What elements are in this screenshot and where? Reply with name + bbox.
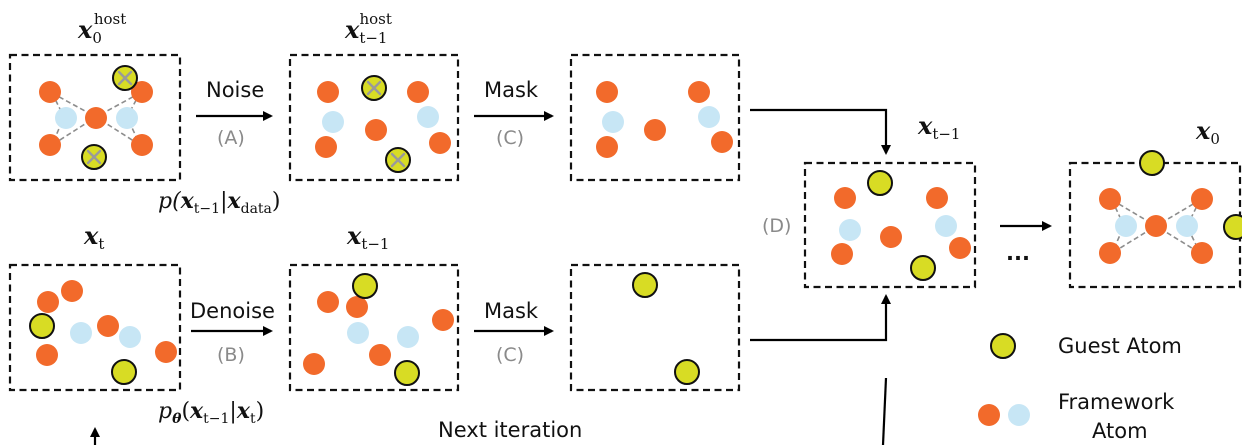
guest-atom [1223,214,1242,240]
framework-atom-blue [935,215,957,237]
legend-framework-label-1: Framework [1058,390,1175,414]
framework-atom [880,226,902,248]
guest-atom [674,359,700,385]
guest-atom [352,273,378,299]
reverse-process-formula: pθ(xt−1|xt) [158,398,264,427]
step-c-tag-top: (C) [496,127,524,149]
framework-atom [369,344,391,366]
guest-atom [111,359,137,385]
framework-atom [407,81,429,103]
guest-atom [29,313,55,339]
x0-final-label: x0 [1195,116,1220,148]
framework-atom [315,136,337,158]
framework-atom [644,119,666,141]
legend-guest-label: Guest Atom [1058,334,1182,358]
legend-guest-icon [990,333,1016,359]
framework-atom [61,280,83,302]
merge-top-connector [750,108,891,155]
step-b-tag: (B) [217,344,245,366]
framework-atom-blue [347,322,369,344]
denoised-state-box [288,263,460,392]
masked-guest-box [569,263,741,392]
x0-host-label: x0host [77,10,126,47]
legend-framework-orange-icon [978,404,1000,426]
framework-atom [317,291,339,313]
guest-atom [394,360,420,386]
xt-label: xt [83,221,104,253]
guest-atom [632,272,658,298]
framework-atom-blue [70,322,92,344]
xtm1-host-label: xt−1host [344,10,392,47]
noisy-state-box [8,263,182,392]
framework-atom [85,107,107,129]
framework-atom [596,81,618,103]
next-iteration-line [881,377,888,445]
framework-atom [131,81,153,103]
guest-atom [1139,150,1165,176]
framework-atom [834,187,856,209]
ellipsis: ... [1006,241,1030,265]
framework-atom [36,344,58,366]
step-c-tag-bottom: (C) [496,344,524,366]
framework-atom [1099,242,1121,264]
denoise-label: Denoise [190,299,275,323]
framework-atom [429,132,451,154]
framework-atom [1099,188,1121,210]
masked-host-box [569,53,741,182]
framework-atom [131,134,153,156]
xtm1-bottom-label: xt−1 [346,221,389,253]
framework-atom-blue [1176,215,1198,237]
framework-atom-blue [116,107,138,129]
host-structure-box [8,53,182,182]
framework-atom [831,243,853,265]
framework-atom [926,187,948,209]
framework-atom [1191,242,1213,264]
legend: Guest Atom Framework Atom [978,333,1182,443]
framework-atom [37,291,59,313]
legend-framework-blue-icon [1008,404,1030,426]
framework-atom [155,341,177,363]
framework-atom-blue [839,219,861,241]
framework-atom [949,237,971,259]
framework-atom [711,131,733,153]
step-a-tag: (A) [217,127,245,149]
framework-atom-blue [1115,215,1137,237]
framework-atom-blue [322,111,344,133]
framework-atom [317,81,339,103]
guest-atom [867,170,893,196]
noised-host-box [288,53,460,182]
merge-bottom-connector [750,294,891,342]
framework-atom [596,136,618,158]
framework-atom [1191,188,1213,210]
framework-atom-blue [602,111,624,133]
framework-atom-blue [417,106,439,128]
guest-atom [910,255,936,281]
framework-atom [1145,215,1167,237]
xtm1-merged-label: xt−1 [917,111,960,143]
framework-atom [688,81,710,103]
removed-marker-icon [86,70,133,165]
framework-atom [432,309,454,331]
noise-label: Noise [206,78,264,102]
framework-atom-blue [55,107,77,129]
next-iteration-label: Next iteration [438,418,582,442]
framework-atom [365,119,387,141]
framework-atom [97,315,119,337]
framework-atom [346,296,368,318]
framework-atom-blue [397,326,419,348]
merged-state-box [803,161,977,289]
framework-atom [39,134,61,156]
mask-top-label: Mask [484,78,539,102]
step-d-tag: (D) [762,215,791,237]
framework-atom-blue [698,106,720,128]
framework-atom [39,81,61,103]
forward-process-formula: p(xt−1|xdata) [158,188,280,217]
mask-bottom-label: Mask [484,299,539,323]
framework-atom-blue [119,326,141,348]
framework-atom [303,353,325,375]
removed-marker-icon [366,80,406,168]
legend-framework-label-2: Atom [1092,419,1148,443]
